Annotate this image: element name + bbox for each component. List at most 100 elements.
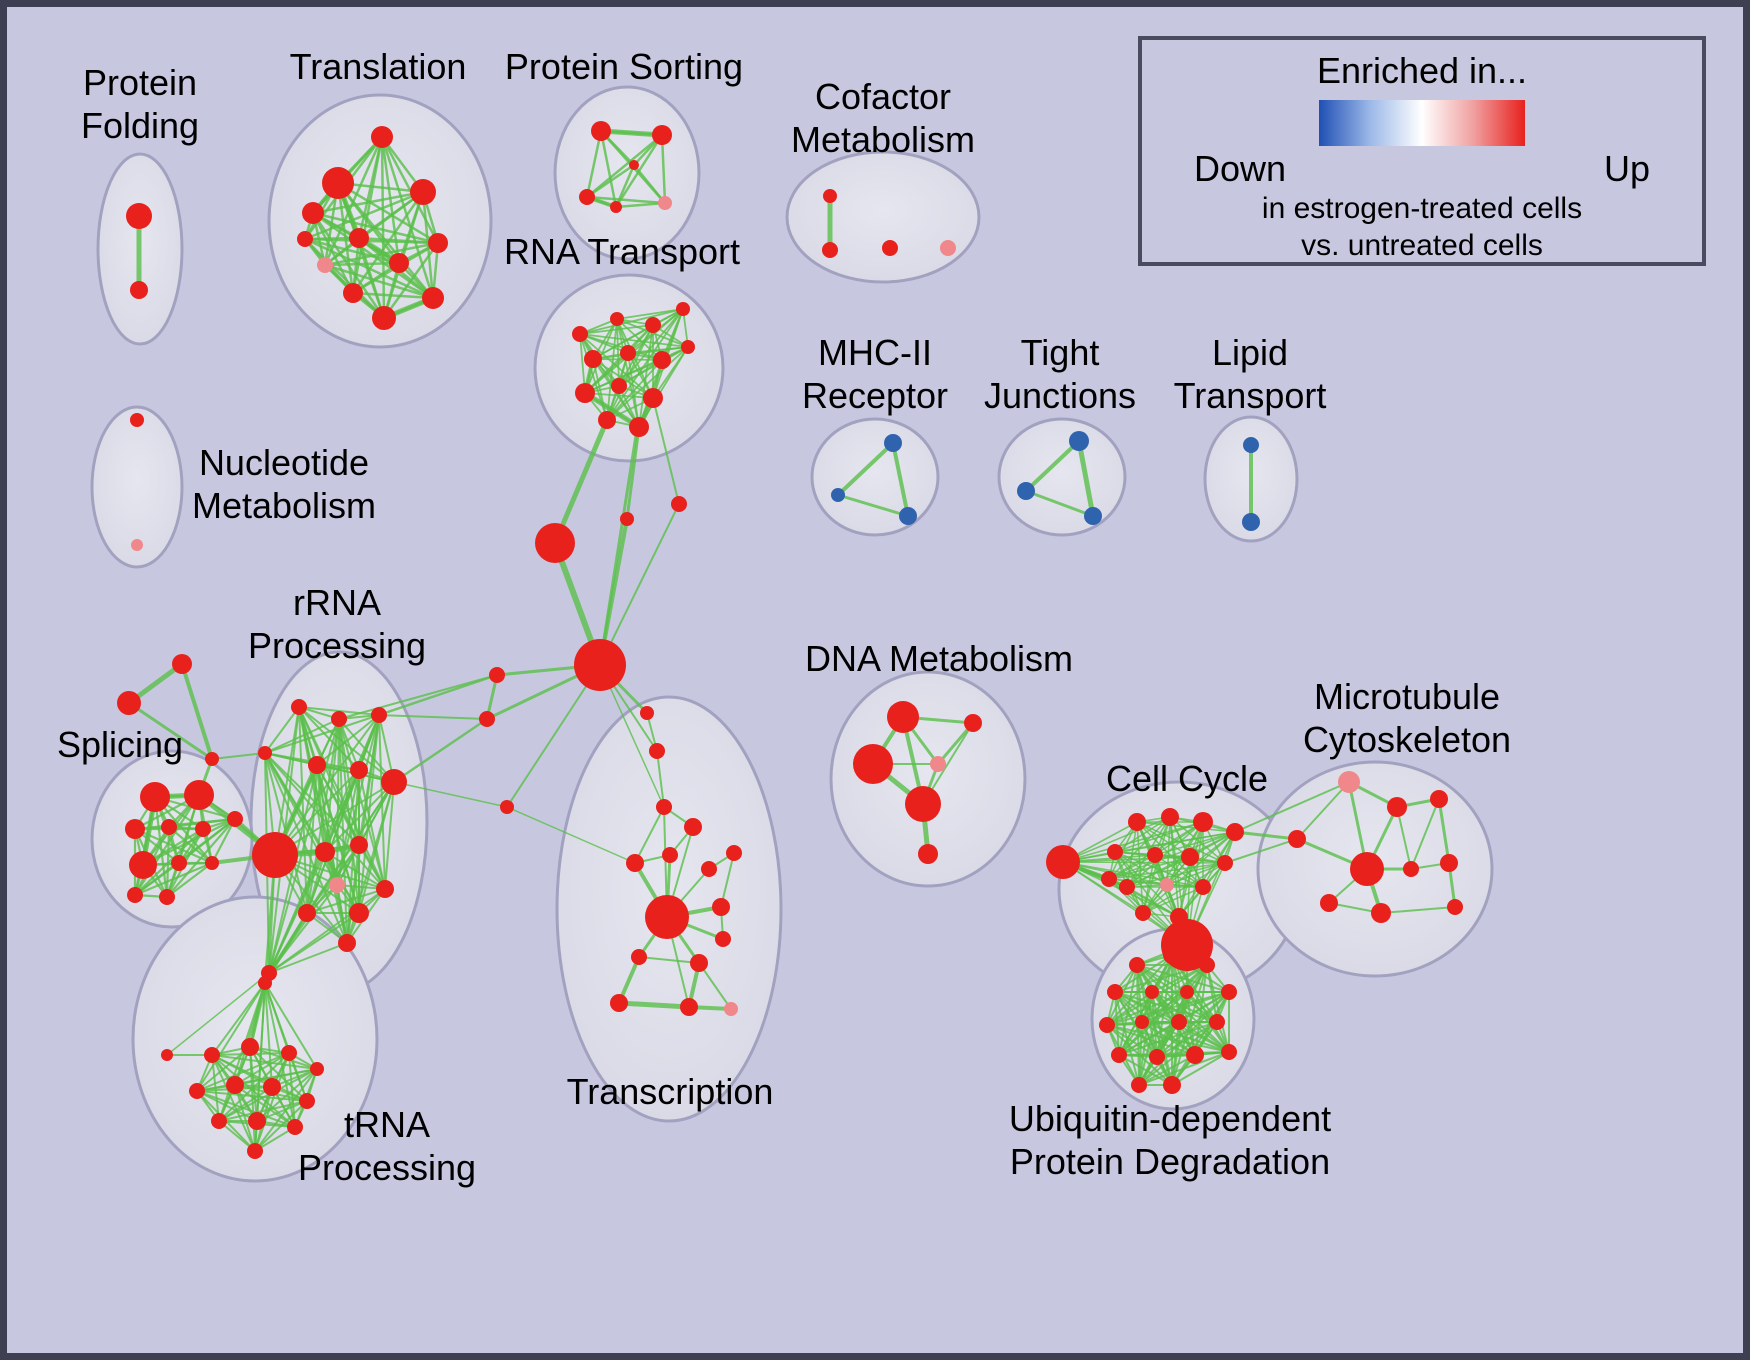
network-edge <box>1138 991 1188 1086</box>
network-node <box>712 898 730 916</box>
network-node <box>1403 861 1419 877</box>
network-node <box>1447 899 1463 915</box>
network-node <box>140 782 170 812</box>
network-edge <box>153 795 169 899</box>
network-edge <box>585 133 664 199</box>
network-node <box>410 179 436 205</box>
network-edge <box>1106 991 1230 1026</box>
network-node <box>724 1002 738 1016</box>
network-node <box>964 714 982 732</box>
cluster-label-protein-sorting: Protein Sorting <box>505 46 743 87</box>
network-node <box>252 832 298 878</box>
network-node <box>575 383 595 403</box>
network-node <box>671 496 687 512</box>
network-node <box>171 855 187 871</box>
network-edge <box>303 237 386 320</box>
cluster-label-cofactor-metabolism: Metabolism <box>791 119 975 160</box>
network-edge <box>274 781 395 856</box>
network-node <box>726 845 742 861</box>
network-edge <box>306 888 386 914</box>
legend-subtitle-line1: in estrogen-treated cells <box>1261 192 1583 225</box>
network-node <box>631 949 647 965</box>
network-edge <box>256 1068 318 1122</box>
network-node <box>338 934 356 952</box>
network-node <box>1221 984 1237 1000</box>
cluster-ellipse-cofactor-metabolism <box>785 150 981 284</box>
network-edge <box>1114 991 1173 1086</box>
network-edge <box>248 981 267 1049</box>
network-node <box>1371 903 1391 923</box>
network-edge <box>133 861 214 897</box>
network-node <box>302 202 324 224</box>
network-node <box>629 417 649 437</box>
network-edge <box>1171 954 1230 1053</box>
network-node <box>422 287 444 309</box>
network-edge <box>382 241 440 320</box>
network-edge <box>196 1090 296 1128</box>
network-node <box>241 1038 259 1056</box>
network-edge <box>377 673 499 717</box>
network-edge <box>338 674 498 720</box>
network-edge <box>196 1046 251 1092</box>
network-node <box>884 434 902 452</box>
network-edge <box>133 861 181 897</box>
network-edge <box>303 237 401 265</box>
network-edge <box>598 427 639 667</box>
network-node <box>1129 957 1145 973</box>
network-node <box>428 233 448 253</box>
network-edge <box>303 237 435 300</box>
cluster-label-tight-junctions: Junctions <box>984 375 1136 416</box>
network-edge <box>618 346 689 387</box>
network-edge <box>582 390 642 430</box>
network-node <box>1186 1046 1204 1064</box>
network-node <box>681 340 695 354</box>
cluster-label-mhc-ii-receptor: Receptor <box>802 375 948 416</box>
network-edge <box>264 706 300 754</box>
network-edge <box>311 190 425 215</box>
network-node <box>658 196 672 210</box>
network-node <box>1163 1076 1181 1094</box>
network-node <box>500 800 514 814</box>
network-edge <box>264 982 296 1128</box>
cluster-label-trna-processing: tRNA <box>344 1104 430 1145</box>
network-edge <box>552 417 610 546</box>
network-node <box>127 887 143 903</box>
network-edge <box>584 346 689 394</box>
network-edge <box>211 1054 308 1102</box>
network-node <box>690 954 708 972</box>
network-edge <box>234 1084 296 1128</box>
network-node <box>610 312 624 326</box>
network-edge <box>1296 781 1350 840</box>
network-edge <box>598 128 665 138</box>
network-node <box>626 854 644 872</box>
network-node <box>629 160 639 170</box>
network-node <box>389 253 409 273</box>
network-node <box>125 819 145 839</box>
network-edge <box>218 1100 308 1122</box>
cluster-label-rna-transport: RNA Transport <box>504 231 740 272</box>
network-edge <box>338 718 386 890</box>
network-node <box>610 994 628 1012</box>
network-edge <box>264 982 318 1070</box>
network-node <box>479 711 495 727</box>
network-node <box>195 821 211 837</box>
network-node <box>226 1076 244 1094</box>
network-edge <box>634 806 665 864</box>
network-node <box>248 1112 266 1130</box>
network-edge <box>1380 906 1456 914</box>
network-node <box>1135 1015 1149 1029</box>
network-edge <box>836 493 910 518</box>
cluster-label-cell-cycle: Cell Cycle <box>1106 758 1268 799</box>
cluster-label-mhc-ii-receptor: MHC-II <box>818 332 932 373</box>
network-edge <box>196 1090 258 1122</box>
network-edge <box>836 441 895 497</box>
network-edge <box>380 135 435 300</box>
network-edge <box>268 718 340 974</box>
network-node <box>584 350 602 368</box>
network-edge <box>306 769 360 914</box>
network-edge <box>338 718 348 944</box>
network-edge <box>351 291 435 300</box>
network-edge <box>1114 851 1180 918</box>
network-node <box>656 799 672 815</box>
cluster-label-rrna-processing: rRNA <box>293 582 381 623</box>
